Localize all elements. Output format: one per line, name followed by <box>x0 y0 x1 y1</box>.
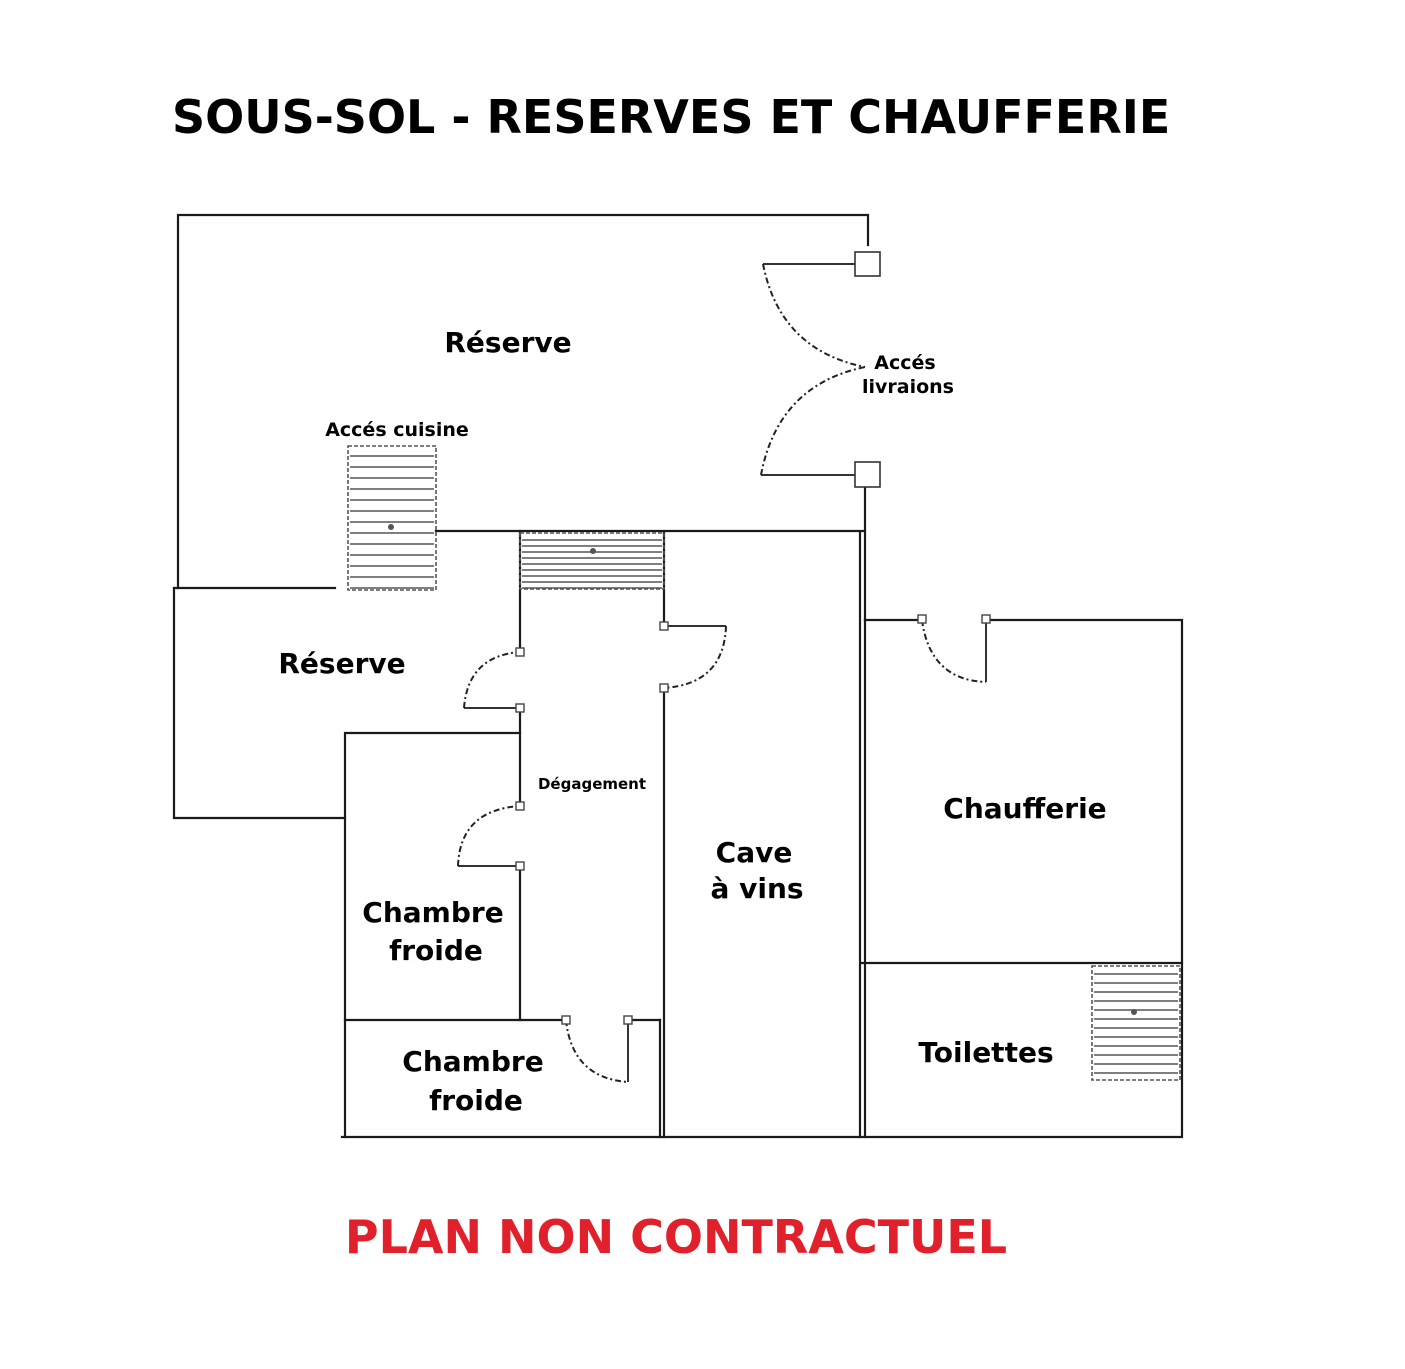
room-label-chambre2-1: Chambre <box>402 1045 543 1078</box>
label-acces-livraisons-1: Accés <box>874 352 935 374</box>
disclaimer-text: PLAN NON CONTRACTUEL <box>345 1210 1007 1264</box>
room-label-chambre2-2: froide <box>429 1084 523 1117</box>
room-label-reserve-left: Réserve <box>278 647 405 680</box>
room-label-cave-1: Cave <box>716 836 793 869</box>
stairs-kitchen <box>347 445 437 591</box>
room-label-chaufferie: Chaufferie <box>943 792 1106 825</box>
label-acces-cuisine: Accés cuisine <box>325 419 469 441</box>
room-label-toilettes: Toilettes <box>918 1036 1053 1069</box>
room-label-cave-2: à vins <box>710 872 803 905</box>
label-acces-livraisons-2: livraions <box>862 376 954 398</box>
doors <box>457 251 991 1083</box>
room-label-reserve-top: Réserve <box>444 326 571 359</box>
room-label-degagement: Dégagement <box>538 775 646 793</box>
plan-title: SOUS-SOL - RESERVES ET CHAUFFERIE <box>172 90 1170 144</box>
room-label-chambre1-1: Chambre <box>362 896 503 929</box>
stairs-toilettes <box>1091 965 1181 1081</box>
stairs-degagement <box>519 532 665 590</box>
walls <box>172 213 1184 1139</box>
room-label-chambre1-2: froide <box>389 934 483 967</box>
